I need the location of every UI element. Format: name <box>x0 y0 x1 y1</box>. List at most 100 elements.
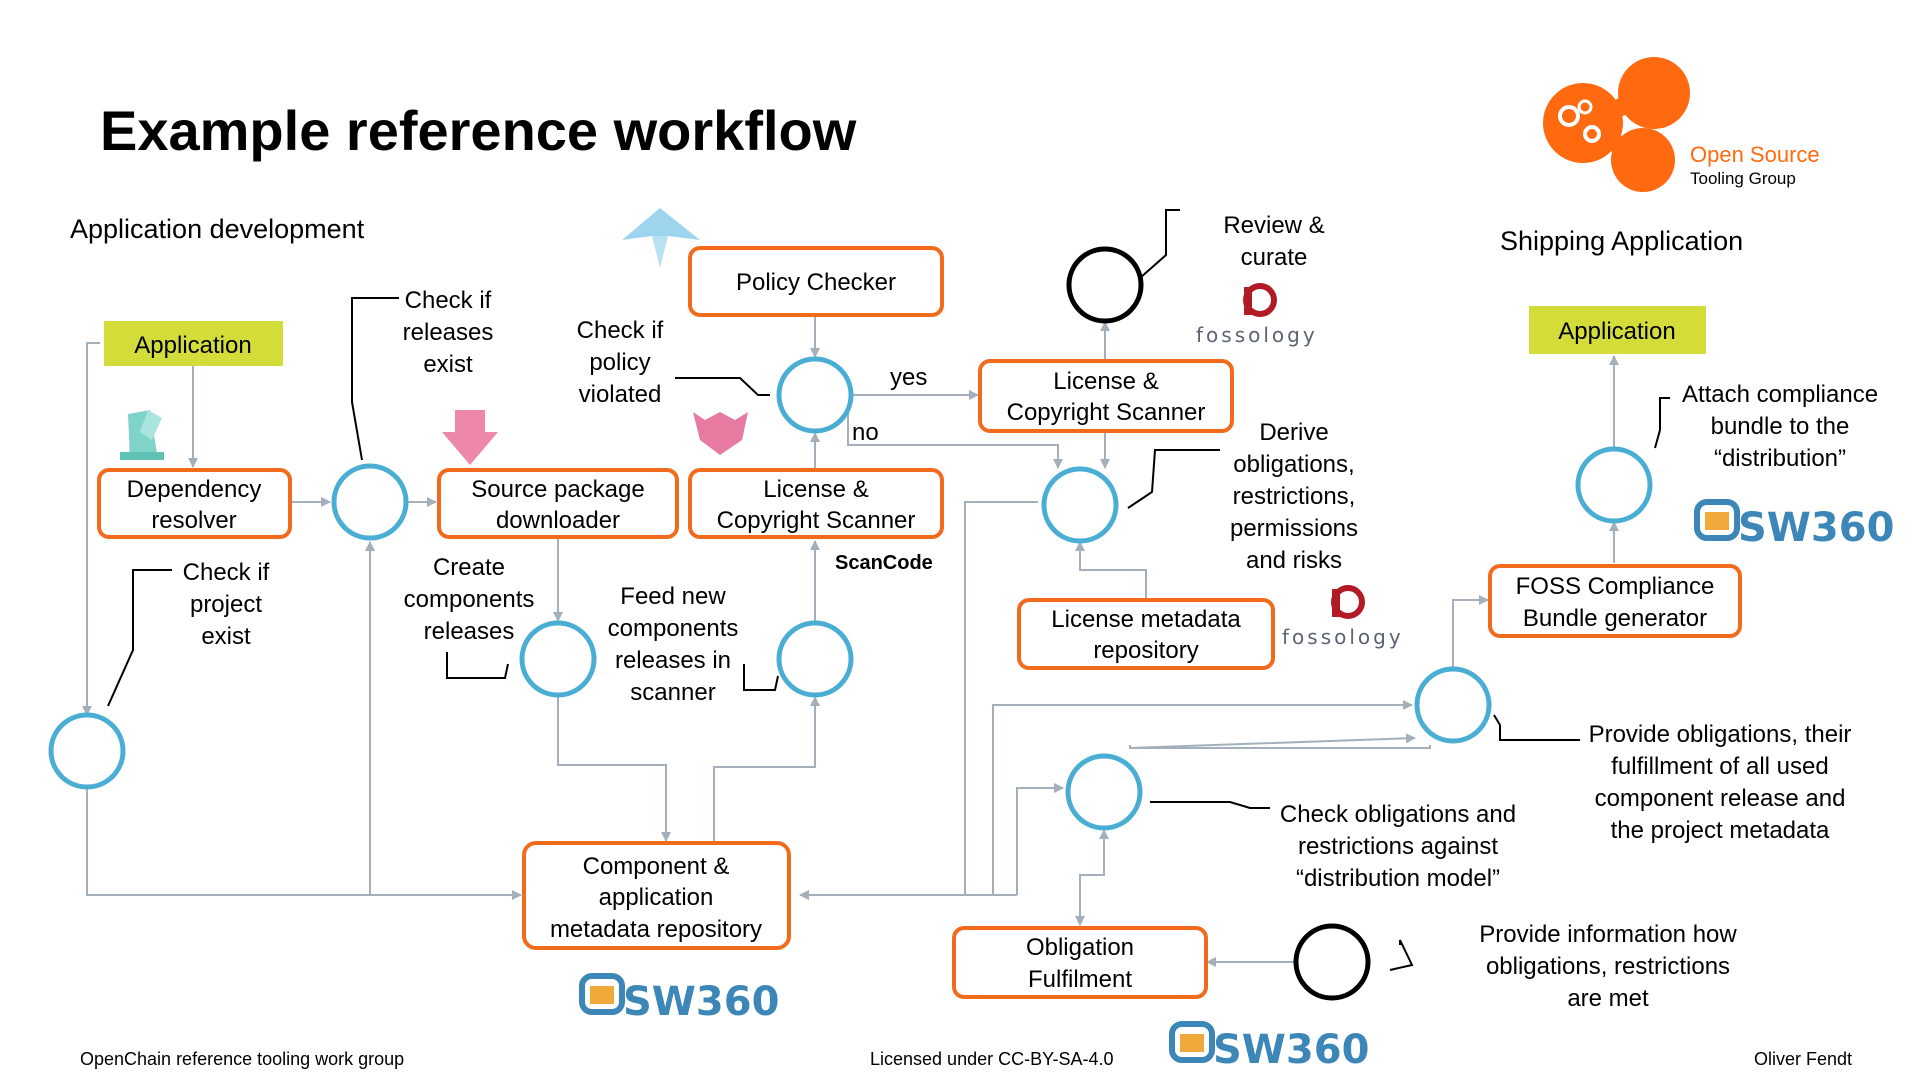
svg-text:SW360: SW360 <box>1213 1027 1369 1073</box>
svg-text:fossology: fossology <box>1282 625 1404 649</box>
svg-text:Fulfilment: Fulfilment <box>1028 966 1132 993</box>
logo-line2: Tooling Group <box>1690 169 1796 188</box>
application-box-left[interactable]: Application <box>104 321 283 366</box>
svg-text:fossology: fossology <box>1196 323 1318 347</box>
svg-text:SW360: SW360 <box>623 979 779 1025</box>
label-no: no <box>852 419 879 446</box>
svg-text:policy: policy <box>589 349 650 376</box>
svg-text:Copyright Scanner: Copyright Scanner <box>717 507 916 534</box>
svg-text:Obligation: Obligation <box>1026 934 1134 961</box>
sw360-logo-right: SW360 <box>1694 499 1894 551</box>
download-icon <box>442 410 498 465</box>
footer-left: OpenChain reference tooling work group <box>80 1049 404 1069</box>
footer-right: Oliver Fendt <box>1754 1049 1852 1069</box>
svg-text:and risks: and risks <box>1246 547 1342 574</box>
right-heading: Shipping Application <box>1500 226 1743 256</box>
svg-text:bundle to the: bundle to the <box>1711 413 1850 440</box>
node-check-project[interactable] <box>48 712 126 790</box>
svg-text:Attach compliance: Attach compliance <box>1682 381 1878 408</box>
label-review-curate: Review & curate <box>1223 212 1324 271</box>
logo-line1: Open Source <box>1690 142 1820 167</box>
svg-text:Source package: Source package <box>471 476 644 503</box>
footer-center: Licensed under CC-BY-SA-4.0 <box>870 1049 1113 1069</box>
svg-text:fulfillment of all used: fulfillment of all used <box>1611 753 1828 780</box>
svg-text:components: components <box>608 615 739 642</box>
svg-text:Review &: Review & <box>1223 212 1324 239</box>
fox-icon <box>693 412 748 455</box>
label-feed-components: Feed new components releases in scanner <box>608 583 739 706</box>
obligation-fulfilment-box[interactable]: Obligation Fulfilment <box>952 926 1208 999</box>
svg-text:exist: exist <box>423 351 473 378</box>
svg-text:are met: are met <box>1567 985 1649 1012</box>
svg-text:curate: curate <box>1241 244 1308 271</box>
svg-text:component release and: component release and <box>1595 785 1846 812</box>
svg-text:metadata repository: metadata repository <box>550 916 762 943</box>
source-package-downloader-box[interactable]: Source package downloader <box>437 468 679 539</box>
component-repository-box[interactable]: Component & application metadata reposit… <box>522 841 791 950</box>
node-check-policy[interactable] <box>776 356 854 434</box>
svg-text:releases in: releases in <box>615 647 731 674</box>
label-create-components: Create components releases <box>404 554 535 645</box>
svg-text:“distribution”: “distribution” <box>1714 445 1846 472</box>
page-title: Example reference workflow <box>100 99 857 162</box>
license-scanner-top-box[interactable]: License & Copyright Scanner <box>978 359 1234 433</box>
node-check-obligations[interactable] <box>1065 753 1143 831</box>
svg-text:Copyright Scanner: Copyright Scanner <box>1007 399 1206 426</box>
microscope-icon <box>120 410 164 460</box>
svg-text:License &: License & <box>1053 368 1158 395</box>
open-source-tooling-group-logo: Open Source Tooling Group <box>1543 57 1820 192</box>
svg-text:SW360: SW360 <box>1738 505 1894 551</box>
svg-text:Component &: Component & <box>583 853 730 880</box>
node-derive-obligations[interactable] <box>1041 466 1119 544</box>
svg-text:Policy Checker: Policy Checker <box>736 269 896 296</box>
svg-text:Dependency: Dependency <box>127 476 262 503</box>
svg-text:permissions: permissions <box>1230 515 1358 542</box>
fossology-logo-middle: fossology <box>1282 585 1404 649</box>
svg-text:Provide obligations, their: Provide obligations, their <box>1589 721 1852 748</box>
svg-text:application: application <box>599 884 714 911</box>
svg-text:restrictions against: restrictions against <box>1298 833 1498 860</box>
svg-text:scanner: scanner <box>630 679 715 706</box>
callout-lines <box>107 209 1670 971</box>
node-feed-scanner[interactable] <box>776 620 854 698</box>
label-derive-obligations: Derive obligations, restrictions, permis… <box>1230 419 1358 574</box>
sw360-logo-bottom: SW360 <box>1169 1021 1369 1073</box>
license-metadata-repository-box[interactable]: License metadata repository <box>1017 598 1275 670</box>
label-yes: yes <box>890 364 927 391</box>
application-box-right[interactable]: Application <box>1529 306 1706 354</box>
node-create-components[interactable] <box>519 620 597 698</box>
svg-text:Check if: Check if <box>577 317 664 344</box>
svg-text:repository: repository <box>1093 637 1198 664</box>
svg-text:Bundle generator: Bundle generator <box>1523 605 1707 632</box>
svg-text:components: components <box>404 586 535 613</box>
node-provide-obligations[interactable] <box>1414 666 1492 744</box>
svg-text:Provide information how: Provide information how <box>1479 921 1737 948</box>
svg-text:FOSS Compliance: FOSS Compliance <box>1516 573 1715 600</box>
foss-bundle-generator-box[interactable]: FOSS Compliance Bundle generator <box>1488 564 1742 638</box>
svg-text:Check obligations and: Check obligations and <box>1280 801 1516 828</box>
node-check-releases[interactable] <box>331 463 409 541</box>
node-review-curate[interactable] <box>1066 246 1144 324</box>
svg-text:“distribution model”: “distribution model” <box>1296 865 1500 892</box>
policy-checker-box[interactable]: Policy Checker <box>688 246 944 317</box>
label-scancode: ScanCode <box>835 552 933 574</box>
svg-text:Feed new: Feed new <box>620 583 726 610</box>
svg-text:Create: Create <box>433 554 505 581</box>
svg-text:License &: License & <box>763 476 868 503</box>
svg-text:Derive: Derive <box>1259 419 1328 446</box>
license-scanner-middle-box[interactable]: License & Copyright Scanner <box>688 468 944 539</box>
svg-text:project: project <box>190 591 262 618</box>
gear-icon <box>1558 105 1580 127</box>
svg-text:downloader: downloader <box>496 507 620 534</box>
svg-text:restrictions,: restrictions, <box>1233 483 1356 510</box>
left-heading: Application development <box>70 214 365 244</box>
label-provide-information: Provide information how obligations, res… <box>1479 921 1737 1012</box>
svg-text:Check if: Check if <box>183 559 270 586</box>
dependency-resolver-box[interactable]: Dependency resolver <box>97 468 292 539</box>
node-provide-information[interactable] <box>1293 923 1371 1001</box>
node-attach-bundle[interactable] <box>1575 446 1653 524</box>
svg-text:the project metadata: the project metadata <box>1611 817 1830 844</box>
svg-text:violated: violated <box>579 381 662 408</box>
flow-lines <box>82 316 1619 967</box>
